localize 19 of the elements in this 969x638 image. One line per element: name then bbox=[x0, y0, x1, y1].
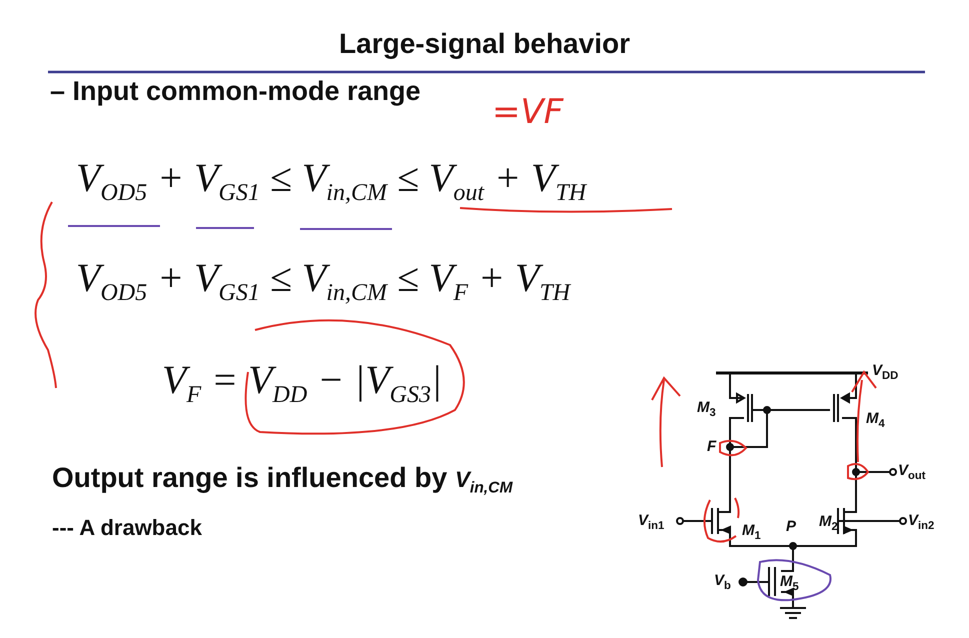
port-label: V$_{b}$ bbox=[714, 572, 731, 592]
slide-title: Large-signal behavior bbox=[338, 28, 631, 60]
node-label: P bbox=[786, 518, 796, 535]
node-label: F bbox=[707, 438, 716, 455]
statement-text: Output range is influenced by V$_{in,CM}$ bbox=[52, 462, 512, 498]
supply-label: V$_{DD}$ bbox=[872, 362, 898, 382]
transistor-label: M$_{4}$ bbox=[866, 410, 885, 430]
transistor-label: M$_{1}$ bbox=[742, 522, 761, 542]
inequality-equation: V$_{OD5}$ + V$_{GS1}$ ≤ V$_{in,CM}$ ≤ V$_{out}$ + V$_{TH}$ bbox=[76, 154, 586, 207]
equation: V$_{F}$ = V$_{DD}$ − |V$_{GS3}$| bbox=[162, 356, 442, 409]
port-label: V$_{in1}$ bbox=[638, 512, 664, 532]
bullet-heading: – Input common-mode range bbox=[50, 76, 421, 107]
inequality-equation: V$_{OD5}$ + V$_{GS1}$ ≤ V$_{in,CM}$ ≤ V$_{F}$ + V$_{TH}$ bbox=[76, 254, 570, 307]
port-label: V$_{out}$ bbox=[898, 462, 926, 482]
note-text: --- A drawback bbox=[52, 515, 202, 541]
handwritten-note: =VF bbox=[492, 92, 564, 132]
transistor-label: M$_{2}$ bbox=[819, 513, 838, 533]
port-label: V$_{in2}$ bbox=[908, 512, 934, 532]
transistor-label: M$_{3}$ bbox=[697, 399, 716, 419]
